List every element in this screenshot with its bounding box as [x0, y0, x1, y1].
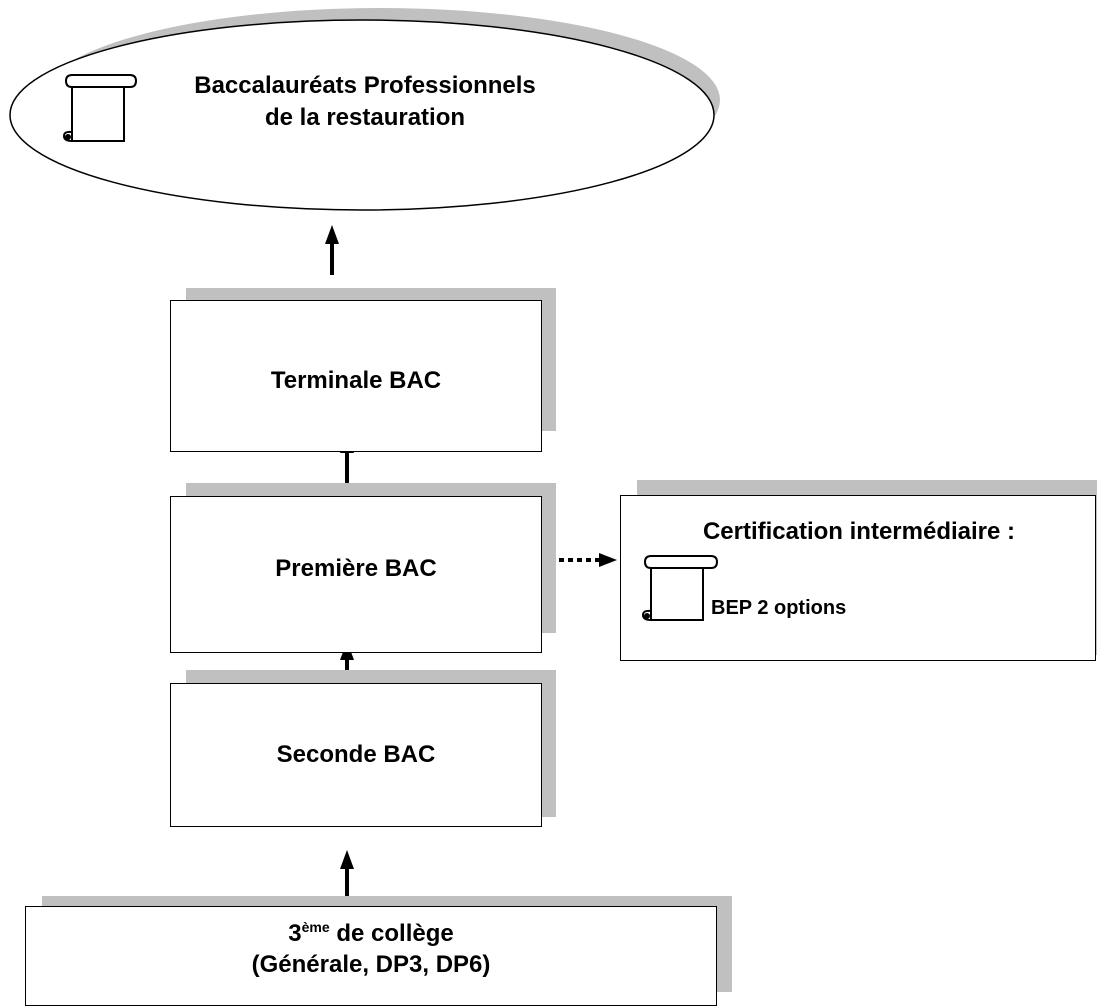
college-box: 3ème de collège (Générale, DP3, DP6)	[25, 906, 717, 1006]
college-line1: 3ème de collège	[26, 919, 716, 948]
top-title-line2: de la restauration	[264, 104, 466, 131]
seconde-box: Seconde BAC	[170, 683, 542, 827]
college-grade-sup: ème	[301, 919, 330, 935]
premiere-box: Première BAC	[170, 496, 542, 653]
college-line2: (Générale, DP3, DP6)	[251, 951, 491, 978]
scroll-icon	[641, 555, 719, 621]
terminale-label: Terminale BAC	[270, 367, 442, 394]
arrow-ellipse	[325, 225, 339, 275]
top-title: Baccalauréats Professionnels de la resta…	[140, 70, 590, 134]
scroll-icon	[62, 74, 138, 142]
college-grade-num: 3	[288, 920, 302, 947]
premiere-label: Première BAC	[275, 555, 437, 582]
certification-item: BEP 2 options	[711, 597, 847, 619]
arrow-seconde	[340, 850, 354, 898]
top-title-line1: Baccalauréats Professionnels	[194, 72, 536, 99]
seconde-label: Seconde BAC	[276, 741, 436, 768]
certification-title: Certification intermédiaire :	[702, 518, 1016, 545]
college-grade-rest: de collège	[329, 920, 454, 947]
top-ellipse	[9, 19, 715, 211]
terminale-box: Terminale BAC	[170, 300, 542, 452]
certification-box: Certification intermédiaire : BEP 2 opti…	[620, 495, 1096, 661]
